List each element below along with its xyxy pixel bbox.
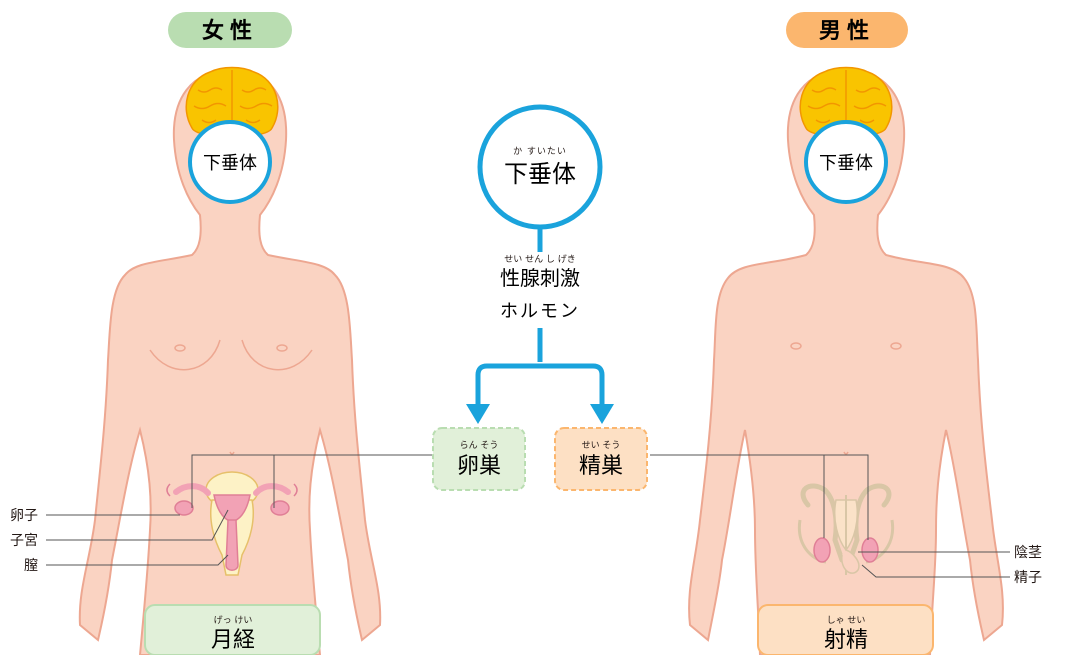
center-pituitary-ruby: か すいたい: [513, 146, 567, 157]
female-result: 月経: [211, 628, 255, 653]
arrow-to-testis: [590, 404, 614, 424]
hormone-line1: 性腺刺激: [500, 266, 580, 290]
female-pituitary-label: 下垂体: [203, 153, 257, 174]
ovary-ruby: らん そう: [460, 440, 499, 451]
male-result-ruby: しゃ せい: [827, 615, 866, 626]
flow-line-branch: [478, 366, 602, 418]
label-egg: 卵子: [10, 508, 38, 524]
female-ovary-left: [175, 501, 193, 515]
male-title: 男性: [819, 19, 875, 44]
testis-label: 精巣: [579, 454, 623, 479]
hormone-line2: ホルモン: [500, 301, 580, 322]
male-result: 射精: [824, 628, 868, 653]
male-testis-right: [862, 538, 878, 562]
label-uterus: 子宮: [10, 533, 38, 549]
female-title: 女性: [202, 18, 258, 44]
label-vagina: 膣: [24, 557, 38, 574]
male-pituitary-label: 下垂体: [819, 153, 873, 174]
ovary-label: 卵巣: [457, 454, 501, 479]
male-testis-left: [814, 538, 830, 562]
male-figure: 陰茎 精子 下垂体 男性 しゃ せい 射精: [650, 12, 1042, 655]
label-sperm: 精子: [1014, 570, 1042, 586]
female-result-ruby: げっ けい: [214, 615, 253, 626]
testis-ruby: せい そう: [582, 440, 621, 451]
center-pituitary-label: 下垂体: [504, 160, 576, 188]
arrow-to-ovary: [466, 404, 490, 424]
female-figure: 卵子 子宮 膣 下垂体 女性 げっ けい 月経: [10, 12, 432, 655]
center-flow: か すいたい 下垂体 せい せん し げき 性腺刺激 ホルモン らん そう 卵巣…: [433, 107, 647, 490]
hormone-ruby: せい せん し げき: [504, 254, 576, 265]
label-penis: 陰茎: [1014, 545, 1042, 561]
